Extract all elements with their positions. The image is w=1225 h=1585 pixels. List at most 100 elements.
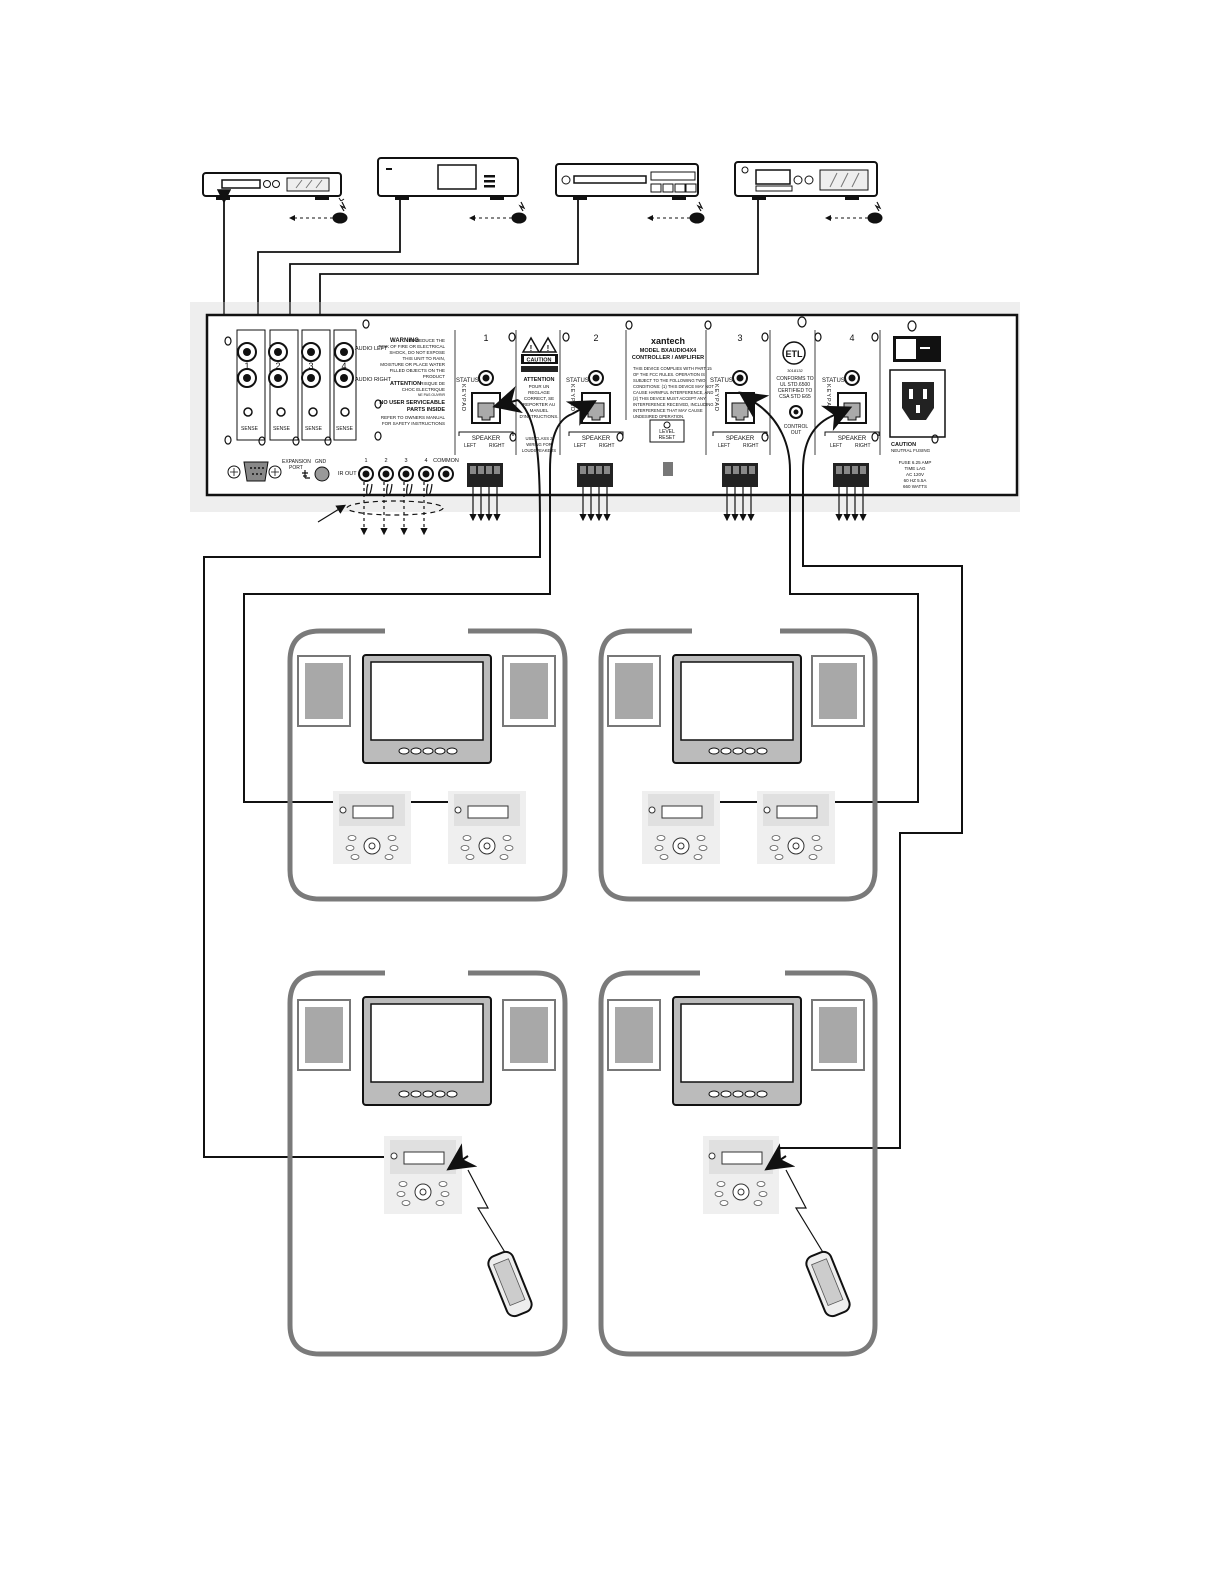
warning-line-3: SHOCK, DO NOT EXPOSE: [389, 350, 445, 355]
caution-label: CAUTION: [526, 358, 551, 364]
audio-inputs: 1 2 3 4 AUDIO LEFT AUDIO RIGHT SENSE SEN…: [224, 319, 392, 446]
ir-out-label: IR OUT: [338, 471, 357, 477]
fuse-line-2: TIME LAG: [904, 466, 926, 471]
ir-emitters: [289, 197, 883, 224]
gnd-label: GND: [315, 459, 327, 465]
attention2-title: ATTENTION: [523, 377, 554, 383]
warning-line-5: MOISTURE OR PLACE WATER: [380, 362, 446, 367]
keypad-label-4: KEYPAD: [825, 384, 831, 412]
status-label-1: STATUS: [456, 378, 479, 384]
sense-label-1: SENSE: [241, 426, 259, 432]
warning-line-1: TO REDUCE THE: [408, 338, 445, 343]
ir-remote: [764, 1143, 851, 1318]
warning-line-2: RISK OF FIRE OR ELECTRICAL: [378, 344, 445, 349]
fuse-line-3: AC 120V: [906, 472, 924, 477]
model-label: MODEL BXAUDIO4X4: [640, 348, 697, 354]
source-number-2: 2: [275, 361, 280, 371]
attention-line-3: NE PAS OUVRIR: [418, 393, 446, 397]
panel-mount-holes: [508, 316, 939, 444]
etl-block: ETL 3018132 CONFORMS TO UL STD.6500 CERT…: [776, 341, 814, 436]
no-user-line-1: NO USER SERVICEABLE: [379, 400, 445, 406]
amplifier-rear-panel: 1 2 3 4 AUDIO LEFT AUDIO RIGHT SENSE SEN…: [190, 302, 1020, 512]
keypad-wiring: [203, 386, 963, 1158]
svg-text:3018132: 3018132: [787, 368, 803, 373]
keypad-label-1: KEYPAD: [460, 384, 466, 412]
compliance-line-1: THIS DEVICE COMPLIES WITH PART 15: [633, 366, 712, 371]
ir-emitter-1: [289, 197, 348, 224]
attention-line-2: CHOC ELECTRIQUE: [402, 387, 445, 392]
warning-title: WARNING: [390, 338, 419, 344]
etl-line-2: UL STD.6500: [780, 382, 810, 388]
refer-line-1: REFER TO OWNERS MANUAL: [381, 415, 446, 420]
expansion-line-1: EXPANSION: [282, 459, 311, 465]
wall-keypad: [757, 791, 835, 864]
level-reset-line-1: LEVEL: [659, 429, 675, 435]
attention2-line-1: POUR UN: [529, 384, 550, 389]
ir-out-num-2: 2: [384, 458, 387, 464]
compliance-line-6: (2) THIS DEVICE MUST ACCEPT ANY: [633, 396, 706, 401]
no-user-line-2: PARTS INSIDE: [407, 407, 445, 413]
wall-keypad: [703, 1136, 779, 1214]
left-label-4: LEFT: [830, 443, 842, 449]
zone-section-1: 1 STATUS KEYPAD SPEAKER LEFT RIGHT: [456, 333, 514, 487]
speaker-label-4: SPEAKER: [838, 436, 867, 442]
audio-right-label: AUDIO RIGHT: [355, 377, 392, 383]
neutral-fusing-label: NEUTRAL FUSING: [891, 448, 931, 453]
sense-label-3: SENSE: [305, 426, 323, 432]
source-component-2: [377, 157, 519, 200]
status-label-2: STATUS: [566, 378, 589, 384]
control-out-line-2: OUT: [791, 430, 802, 436]
room-bottom-left: [287, 970, 568, 1357]
brand-logo: xantech: [651, 336, 685, 346]
wall-keypad: [384, 1136, 462, 1214]
attention2-line-5: MANUEL: [530, 408, 549, 413]
left-label-2: LEFT: [574, 443, 586, 449]
audio-left-label: AUDIO LEFT: [355, 346, 388, 352]
compliance-line-2: OF THE FCC RULES. OPERATION IS: [633, 372, 705, 377]
class2-line-2: WIRING FOR: [526, 442, 552, 447]
source-number-1: 1: [244, 361, 249, 371]
status-label-3: STATUS: [710, 378, 733, 384]
attention2-line-6: D'INSTRUCTIONS.: [519, 414, 558, 419]
etl-line-4: CSA STD E65: [779, 394, 811, 400]
etl-line-1: CONFORMS TO: [776, 376, 813, 382]
right-label-3: RIGHT: [743, 443, 759, 449]
ir-emitter-2: [469, 201, 527, 224]
attention2-line-4: REPORTER AU: [523, 402, 555, 407]
class2-line-3: LOUDSPEAKERS: [522, 448, 556, 453]
keypad-label-2: KEYPAD: [569, 384, 575, 412]
class2-line-1: USE CLASS 2: [526, 436, 554, 441]
attention2-line-3: CORRECT, SE: [524, 396, 554, 401]
ir-out-num-4: 4: [424, 458, 427, 464]
right-label-1: RIGHT: [489, 443, 505, 449]
source-number-3: 3: [308, 361, 313, 371]
refer-line-2: FOR SAFETY INSTRUCTIONS: [382, 421, 445, 426]
status-label-4: STATUS: [822, 378, 845, 384]
warning-line-6: FILLED OBJECTS ON THE: [390, 368, 445, 373]
compliance-line-8: INTERFERENCE THAT MAY CAUSE: [633, 408, 703, 413]
source-number-4: 4: [341, 361, 346, 371]
ir-out-wiring: [317, 482, 444, 536]
caution-block: ! ! CAUTION ATTENTION POUR UN REGLAGE CO…: [519, 336, 559, 453]
zone-section-2: 2 STATUS KEYPAD SPEAKER LEFT RIGHT: [566, 333, 624, 487]
right-label-4: RIGHT: [855, 443, 871, 449]
warning-block: WARNING TO REDUCE THE RISK OF FIRE OR EL…: [378, 338, 445, 426]
attention-line-1: RISQUE DE: [420, 381, 445, 386]
ir-remote: [446, 1143, 533, 1318]
compliance-line-9: UNDESIRED OPERATION.: [633, 414, 684, 419]
ir-out-num-1: 1: [364, 458, 367, 464]
compliance-line-4: CONDITIONS: (1) THIS DEVICE MAY NOT: [633, 384, 714, 389]
model-subtitle: CONTROLLER / AMPLIFIER: [632, 355, 704, 361]
zone-number-3: 3: [737, 333, 742, 343]
expansion-line-2: PORT: [289, 465, 303, 471]
svg-text:ETL: ETL: [786, 349, 804, 359]
speaker-output-arrows: [469, 487, 867, 522]
power-section: CAUTION NEUTRAL FUSING FUSE 6.25 AMP TIM…: [889, 336, 946, 489]
sense-label-2: SENSE: [273, 426, 291, 432]
compliance-line-5: CAUSE HARMFUL INTERFERENCE, AND: [633, 390, 713, 395]
zone-number-1: 1: [483, 333, 488, 343]
zone-number-4: 4: [849, 333, 854, 343]
ir-emitter-3: [647, 201, 705, 224]
fuse-line-1: FUSE 6.25 AMP: [899, 460, 932, 465]
